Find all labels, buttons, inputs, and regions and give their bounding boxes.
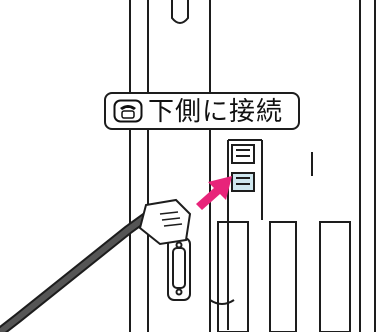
modular-cable [0,198,192,332]
insert-arrow-icon [196,176,232,210]
upper-jack [231,144,255,164]
callout-label: 下側に接続 [148,97,284,127]
serial-port [167,237,191,301]
modem-jacks [231,144,255,192]
lower-jack [231,172,255,192]
pc-chassis [129,0,376,332]
telephone-icon [113,99,143,123]
